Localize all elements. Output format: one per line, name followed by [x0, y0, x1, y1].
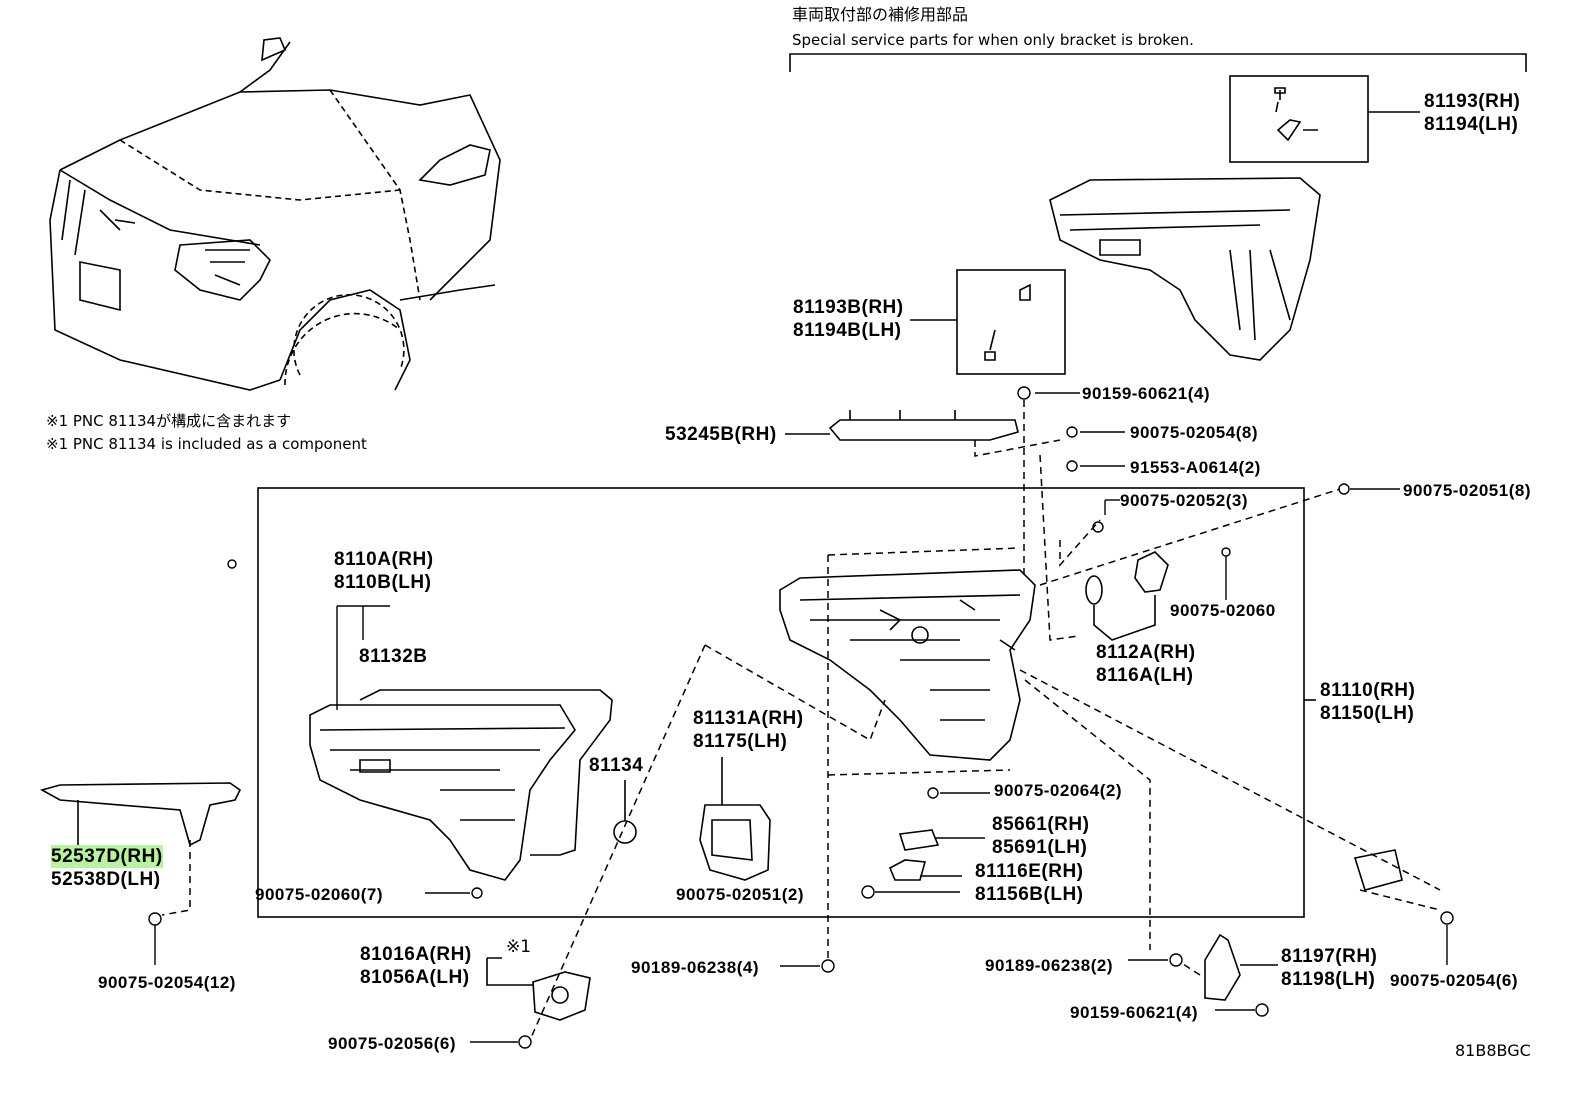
- part-90075-02054-6[interactable]: 90075-02054(6): [1390, 971, 1518, 990]
- part-81134[interactable]: 81134: [589, 755, 644, 776]
- part-52537d-highlighted[interactable]: 52537D(RH): [51, 845, 163, 868]
- part-90075-02051-2[interactable]: 90075-02051(2): [676, 885, 804, 904]
- part-81194[interactable]: 81194(LH): [1424, 114, 1519, 135]
- part-81156b[interactable]: 81156B(LH): [975, 884, 1084, 905]
- vehicle-sketch: [49, 37, 501, 391]
- part-90075-02056[interactable]: 90075-02056(6): [328, 1034, 456, 1053]
- note-mark-1: ※1: [506, 937, 532, 957]
- part-81056a[interactable]: 81056A(LH): [360, 967, 470, 988]
- part-91553[interactable]: 91553-A0614(2): [1130, 458, 1261, 477]
- part-90189-2[interactable]: 90189-06238(2): [985, 956, 1113, 975]
- headlamp-housing: [779, 569, 1036, 761]
- part-90075-02064[interactable]: 90075-02064(2): [994, 781, 1122, 800]
- part-81116e[interactable]: 81116E(RH): [975, 861, 1084, 882]
- part-81194b[interactable]: 81194B(LH): [793, 320, 902, 341]
- part-52538d[interactable]: 52538D(LH): [51, 869, 161, 890]
- assembly-frame: [257, 487, 1305, 918]
- part-81197[interactable]: 81197(RH): [1281, 946, 1378, 967]
- part-81016a[interactable]: 81016A(RH): [360, 944, 472, 965]
- diagram-code: 81B8BGC: [1455, 1041, 1531, 1060]
- headlamp-upper: [984, 87, 1321, 361]
- part-8110a[interactable]: 8110A(RH): [334, 549, 434, 570]
- note-en: ※1 PNC 81134 is included as a component: [46, 435, 367, 453]
- part-90075-02060-7[interactable]: 90075-02060(7): [255, 885, 383, 904]
- part-8116a[interactable]: 8116A(LH): [1096, 665, 1194, 686]
- part-81193b[interactable]: 81193B(RH): [793, 297, 904, 318]
- part-85691[interactable]: 85691(LH): [992, 837, 1088, 858]
- part-90075-02054-8[interactable]: 90075-02054(8): [1130, 423, 1258, 442]
- headlamp-lens: [309, 689, 613, 881]
- note-jp: ※1 PNC 81134が構成に含まれます: [46, 412, 292, 430]
- part-90075-02052-3[interactable]: 90075-02052(3): [1120, 491, 1248, 510]
- header-en: Special service parts for when only brac…: [792, 31, 1194, 49]
- part-90189-4[interactable]: 90189-06238(4): [631, 958, 759, 977]
- part-90159-bottom[interactable]: 90159-60621(4): [1070, 1003, 1198, 1022]
- part-81110[interactable]: 81110(RH): [1320, 680, 1416, 701]
- part-90075-02054-12[interactable]: 90075-02054(12): [98, 973, 236, 992]
- header-jp: 車両取付部の補修用部品: [792, 5, 969, 24]
- part-81193[interactable]: 81193(RH): [1424, 91, 1521, 112]
- part-81175[interactable]: 81175(LH): [693, 731, 788, 752]
- part-85661[interactable]: 85661(RH): [992, 814, 1090, 835]
- part-81198[interactable]: 81198(LH): [1281, 969, 1376, 990]
- part-53245b[interactable]: 53245B(RH): [665, 424, 777, 445]
- part-90159-top[interactable]: 90159-60621(4): [1082, 384, 1210, 403]
- part-81132b[interactable]: 81132B: [359, 646, 428, 667]
- part-90075-02051-8[interactable]: 90075-02051(8): [1403, 481, 1531, 500]
- part-81150[interactable]: 81150(LH): [1320, 703, 1415, 724]
- part-8112a[interactable]: 8112A(RH): [1096, 642, 1196, 663]
- part-90075-02060-right[interactable]: 90075-02060: [1170, 601, 1276, 620]
- part-81131a[interactable]: 81131A(RH): [693, 708, 804, 729]
- part-8110b[interactable]: 8110B(LH): [334, 572, 432, 593]
